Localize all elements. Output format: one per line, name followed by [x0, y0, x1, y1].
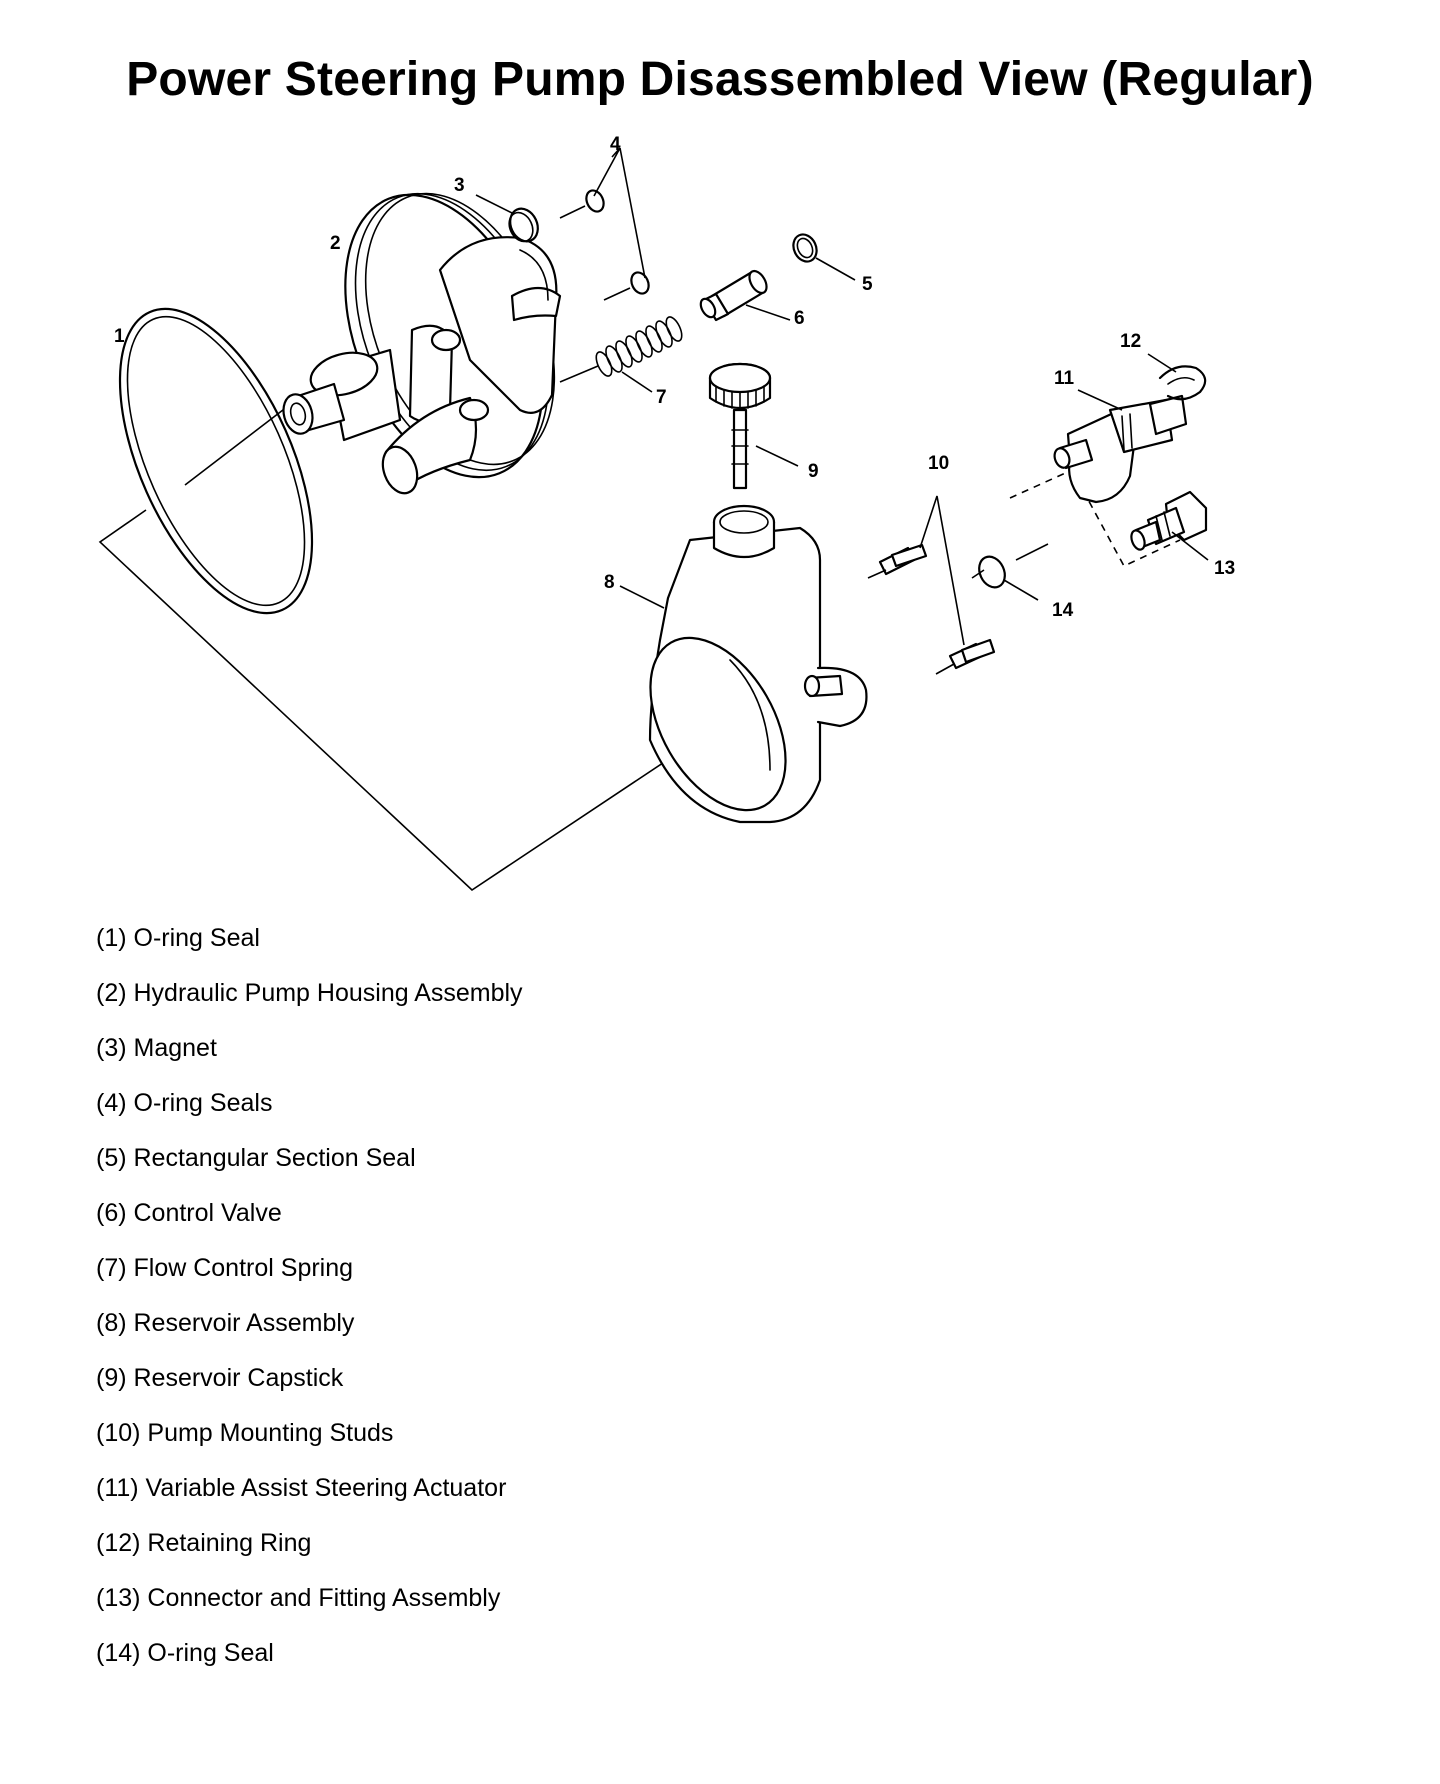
callout-7: 7 [656, 387, 667, 408]
callout-10: 10 [928, 453, 949, 474]
o-ring-seal-14 [978, 555, 1006, 589]
reservoir-assembly-8 [648, 504, 868, 824]
control-valve-6 [699, 269, 768, 322]
legend-item: (12) Retaining Ring [96, 1529, 312, 1557]
page-title: Power Steering Pump Disassembled View (R… [126, 53, 1314, 106]
legend-item: (7) Flow Control Spring [96, 1254, 354, 1282]
callout-14: 14 [1052, 600, 1074, 621]
callout-9: 9 [808, 461, 819, 482]
legend-item: (9) Reservoir Capstick [96, 1364, 344, 1392]
rectangular-seal-5 [792, 233, 818, 263]
legend-item: (5) Rectangular Section Seal [96, 1144, 416, 1172]
legend-item: (4) O-ring Seals [96, 1089, 273, 1117]
legend-item: (13) Connector and Fitting Assembly [96, 1584, 501, 1612]
reservoir-capstick-9 [708, 362, 772, 490]
parts-legend: (1) O-ring Seal (2) Hydraulic Pump Housi… [96, 920, 523, 1690]
callout-11: 11 [1054, 368, 1075, 389]
legend-item: (10) Pump Mounting Studs [96, 1419, 394, 1447]
callout-3: 3 [454, 175, 465, 196]
connector-fitting-13 [1130, 490, 1208, 551]
legend-item: (1) O-ring Seal [96, 924, 260, 952]
legend-item: (11) Variable Assist Steering Actuator [96, 1474, 507, 1502]
legend-item: (14) O-ring Seal [96, 1639, 274, 1667]
pump-housing-2 [282, 192, 562, 495]
legend-item: (8) Reservoir Assembly [96, 1309, 355, 1337]
flow-control-spring-7 [595, 316, 683, 377]
callout-8: 8 [604, 572, 615, 593]
callout-1: 1 [114, 326, 125, 347]
callout-6: 6 [794, 308, 805, 329]
legend-item: (3) Magnet [96, 1034, 217, 1062]
callout-5: 5 [862, 274, 873, 295]
callout-4: 4 [610, 134, 621, 155]
o-ring-seals-4 [585, 189, 650, 295]
callout-13: 13 [1214, 558, 1235, 579]
o-ring-seal-1 [118, 307, 314, 615]
legend-item: (2) Hydraulic Pump Housing Assembly [96, 979, 523, 1007]
legend-item: (6) Control Valve [96, 1199, 282, 1227]
callout-12: 12 [1120, 331, 1141, 352]
retaining-ring-12 [1158, 365, 1207, 401]
pump-mounting-studs-10 [878, 543, 996, 670]
exploded-diagram: 1 2 3 4 5 6 7 8 9 10 11 12 13 14 [98, 134, 1235, 892]
magnet-3 [508, 207, 539, 243]
callout-2: 2 [330, 233, 341, 254]
steering-actuator-11 [1053, 394, 1188, 504]
